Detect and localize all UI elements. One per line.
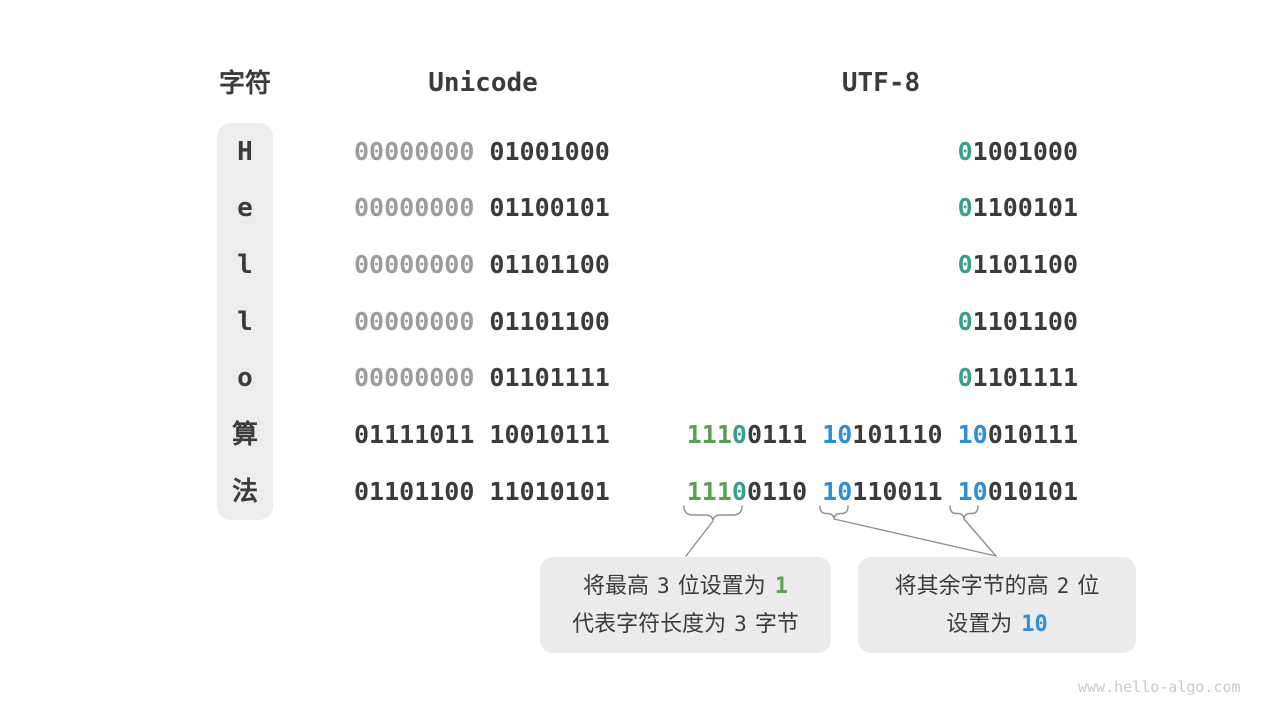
connector-line-right-box-1 [833,518,997,557]
unicode-high-byte: 01101100 [354,477,475,506]
utf8-byte-3: 10010101 [958,476,1078,508]
utf8-byte: 01101111 [958,362,1078,394]
char-cell: e [237,193,253,223]
char-cell: H [237,137,253,167]
annotation-number: 3 [734,612,747,636]
unicode-value: 01101100 11010101 [354,476,624,508]
annotation-number: 3 [657,574,670,598]
annotation-line: 设置为 10 [946,605,1048,643]
utf8-data-bits: 1101111 [972,363,1078,392]
column-header-utf8: UTF-8 [841,68,921,98]
character-column-background [217,123,273,520]
unicode-value: 00000000 01001000 [354,136,624,168]
unicode-value: 00000000 01101111 [354,362,624,394]
utf8-prefix-bit: 0 [957,307,973,336]
unicode-high-byte: 00000000 [354,307,475,336]
utf8-data-bits: 010111 [987,420,1078,449]
utf8-byte: 01100101 [958,192,1078,224]
unicode-value: 00000000 01101100 [354,306,624,338]
char-cell: l [237,250,253,280]
char-cell: l [237,307,253,337]
utf8-continuation-prefix: 10 [957,420,988,449]
utf8-value: 01101100 [684,249,1078,281]
utf8-data-bits: 1101100 [972,250,1078,279]
char-cell: o [237,363,253,393]
column-header-unicode: Unicode [428,68,538,98]
utf8-data-bits: 110011 [852,477,943,506]
utf8-data-bits: 0110 [746,477,808,506]
utf8-prefix-bit: 0 [957,250,973,279]
annotation-number: 2 [1056,574,1070,598]
utf8-data-bits: 1001000 [972,137,1078,166]
utf8-data-bits: 101110 [852,420,943,449]
unicode-value: 01111011 10010111 [354,419,624,451]
unicode-low-byte: 01101100 [489,250,610,279]
utf8-continuation-prefix: 10 [957,477,988,506]
utf8-data-bits: 010101 [987,477,1078,506]
annotation-line: 代表字符长度为 3 字节 [572,605,799,643]
utf8-byte-2: 10101110 [822,419,942,451]
annotation-text: 将其余字节的高 [894,573,1049,598]
unicode-low-byte: 01101100 [489,307,610,336]
utf8-byte-1: 11100111 [687,419,807,451]
column-header-char: 字符 [218,68,271,98]
annotation-text: 字节 [754,611,799,636]
utf8-value: 01001000 [684,136,1078,168]
annotation-text: 代表字符长度为 [572,611,727,636]
unicode-high-byte: 00000000 [354,137,475,166]
utf8-byte: 01001000 [958,136,1078,168]
utf8-length-prefix-bits: 111 [686,477,732,506]
highlight-bit-one: 1 [774,574,788,599]
utf8-prefix-terminator-bit: 0 [731,420,747,449]
utf8-continuation-prefix: 10 [822,420,853,449]
utf8-value: 01101100 [684,306,1078,338]
annotation-box-length-prefix: 将最高 3 位设置为 1 代表字符长度为 3 字节 [540,557,831,653]
highlight-bits-one-zero: 10 [1021,612,1048,637]
utf8-byte-3: 10010111 [958,419,1078,451]
utf8-byte-1: 11100110 [687,476,807,508]
utf8-byte-2: 10110011 [822,476,942,508]
watermark-url: www.hello-algo.com [1078,678,1241,696]
connector-line-right-box-2 [963,518,997,557]
utf8-prefix-bit: 0 [957,137,973,166]
unicode-high-byte: 00000000 [354,193,475,222]
unicode-high-byte: 00000000 [354,250,475,279]
connector-line-left-box [685,520,714,557]
utf8-byte: 01101100 [958,249,1078,281]
annotation-text: 位 [1077,573,1100,598]
utf8-value: 01100101 [684,192,1078,224]
utf8-continuation-prefix: 10 [822,477,853,506]
annotation-text: 位设置为 [677,573,766,598]
char-cell: 算 [231,420,258,450]
annotation-text: 将最高 [583,573,650,598]
utf8-value: 01101111 [684,362,1078,394]
underbrace-byte1-prefix [683,505,743,523]
unicode-low-byte: 10010111 [489,420,610,449]
unicode-value: 00000000 01100101 [354,192,624,224]
utf8-byte: 01101100 [958,306,1078,338]
utf8-prefix-bit: 0 [957,193,973,222]
char-cell: 法 [231,477,258,507]
unicode-low-byte: 11010101 [489,477,610,506]
annotation-line: 将最高 3 位设置为 1 [583,567,788,605]
utf8-data-bits: 0111 [746,420,808,449]
unicode-low-byte: 01100101 [489,193,610,222]
utf8-prefix-terminator-bit: 0 [731,477,747,506]
utf8-data-bits: 1101100 [972,307,1078,336]
utf8-prefix-bit: 0 [957,363,973,392]
utf8-length-prefix-bits: 111 [686,420,732,449]
unicode-low-byte: 01101111 [489,363,610,392]
unicode-high-byte: 01111011 [354,420,475,449]
utf8-data-bits: 1100101 [972,193,1078,222]
annotation-text: 设置为 [946,611,1013,636]
unicode-high-byte: 00000000 [354,363,475,392]
unicode-low-byte: 01001000 [489,137,610,166]
unicode-value: 00000000 01101100 [354,249,624,281]
